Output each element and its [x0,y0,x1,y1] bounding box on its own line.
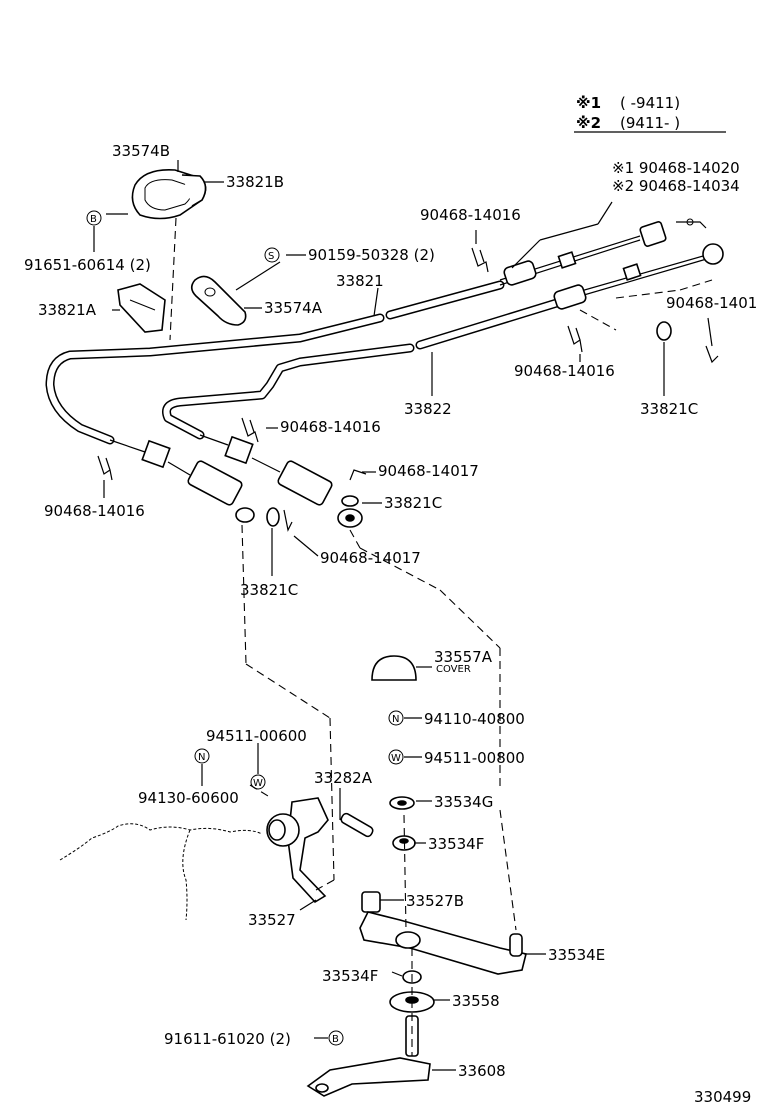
housing-outline [59,823,263,921]
arm-33534E [359,911,527,975]
label-90468-14020: ※1 90468-14020 [612,159,740,177]
symbol-S: S [264,247,280,263]
label-90468-14034: ※2 90468-14034 [612,177,740,195]
legend-range-1: ( -9411) [620,94,680,112]
clip-90468-14016-b [567,325,583,353]
cable-end-left-b [199,434,363,528]
leader-lines [93,160,713,1071]
washer-33821C-mid [341,495,359,507]
label-90159-50328: 90159-50328 (2) [308,246,435,264]
label-33558: 33558 [452,992,500,1010]
washer-33821C-right [656,321,672,341]
label-90468-14017-a: 90468-14017 [378,462,479,480]
catalog-number: 330499 [694,1088,751,1106]
legend: ※1 ( -9411) ※2 (9411- ) [574,94,726,133]
symbol-B-bottom: B [328,1030,344,1046]
svg-text:B: B [90,214,97,225]
pin-90468-1401-right [705,345,719,364]
svg-text:W: W [253,778,263,789]
label-94110-40800: 94110-40800 [424,710,525,728]
label-33821B: 33821B [226,173,284,191]
label-91611-61020: 91611-61020 (2) [164,1030,291,1048]
legend-range-2: (9411- ) [620,114,680,132]
symbol-N-right: N [388,710,404,726]
cable-end-left-a [109,439,255,523]
label-33821C-low: 33821C [240,581,298,599]
label-33534F-top: 33534F [428,835,484,853]
grommet-33821A [117,283,166,333]
label-90468-14016-d: 90468-14016 [44,502,145,520]
symbol-N-left: N [194,748,210,764]
clip-90468-14016-d [97,455,113,481]
part-labels: 33574B 33821B 91651-60614 (2) 90159-5032… [24,142,757,1106]
symbol-B-top: B [86,210,102,226]
pin-90468-14020 [676,218,707,229]
clip-90468-14016-c [241,417,259,443]
label-94511-00800: 94511-00800 [424,749,525,767]
symbol-W-right: W [388,749,404,765]
label-33821C-mid: 33821C [384,494,442,512]
svg-text:N: N [392,714,399,725]
retainer-33574A [190,275,247,326]
legend-mark-1: ※1 [576,94,601,112]
label-33557A: 33557A [434,648,493,666]
label-33822: 33822 [404,400,452,418]
label-33821: 33821 [336,272,384,290]
pin-33282A [340,812,374,838]
pin-90468-14017-b [283,509,293,532]
legend-mark-2: ※2 [576,114,601,132]
clip-90468-14016-a [471,247,489,273]
label-33821C-right: 33821C [640,400,698,418]
label-90468-14017-b: 90468-14017 [320,549,421,567]
svg-text:B: B [332,1034,339,1045]
label-33527B: 33527B [406,892,464,910]
symbol-W-left: W [250,774,266,790]
label-33534F-low: 33534F [322,967,378,985]
shaft-33608 [306,1015,431,1097]
label-90468-14016-a: 90468-14016 [420,206,521,224]
label-33574A: 33574A [264,299,323,317]
svg-text:W: W [391,753,401,764]
svg-text:N: N [198,752,205,763]
cable-end-right-b [553,243,724,310]
label-33282A: 33282A [314,769,373,787]
label-33574B: 33574B [112,142,170,160]
bushing-33534G [389,796,415,810]
cover-33557A [371,655,417,681]
dashed-guides [169,217,713,1056]
label-94130-60600: 94130-60600 [138,789,239,807]
svg-text:S: S [268,251,274,262]
label-cover: COVER [436,664,471,675]
lever-33527 [266,797,329,904]
label-90468-14016-b: 90468-14016 [514,362,615,380]
label-33527: 33527 [248,911,296,929]
label-33534G: 33534G [434,793,493,811]
washer-33821C-low [266,507,280,527]
bracket-33574B [131,168,207,220]
block-33527B [361,891,381,913]
pin-90468-14017-a [349,469,367,481]
label-90468-1401-right: 90468-1401 [666,294,757,312]
label-33821A: 33821A [38,301,97,319]
label-90468-14016-c: 90468-14016 [280,418,381,436]
label-33608: 33608 [458,1062,506,1080]
label-33534E: 33534E [548,946,605,964]
label-91651-60614: 91651-60614 (2) [24,256,151,274]
label-94511-00600: 94511-00600 [206,727,307,745]
